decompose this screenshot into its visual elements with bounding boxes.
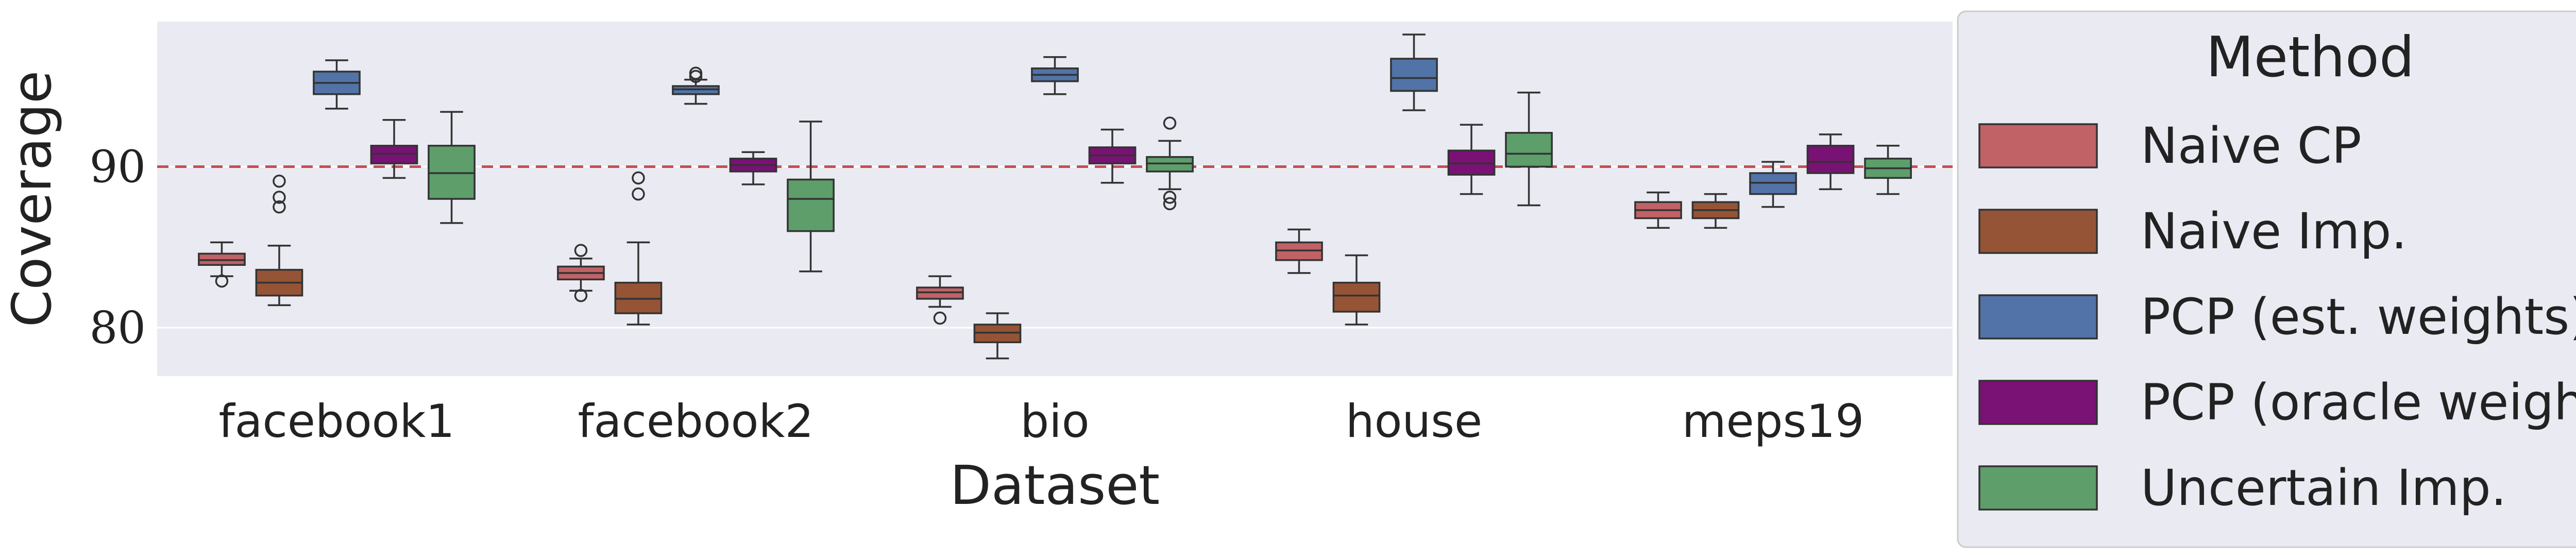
outlier-point [632, 187, 645, 201]
outlier-point [632, 171, 645, 185]
y-tick-label: 80 [90, 302, 146, 354]
outlier-point [689, 66, 703, 80]
legend-frame [1957, 10, 2576, 548]
box-house [1275, 228, 1323, 274]
box-facebook1 [255, 174, 303, 307]
box-meps19 [1634, 191, 1682, 229]
box-meps19 [1749, 161, 1797, 208]
box-facebook1 [370, 119, 418, 179]
box-house [1332, 254, 1381, 326]
legend-item: Naive Imp. [1978, 202, 2407, 260]
legend-label: Naive Imp. [2141, 202, 2407, 260]
outlier-point [1163, 191, 1177, 204]
box-body [1390, 58, 1438, 92]
outlier-point [1163, 116, 1177, 130]
y-tick-label: 90 [90, 141, 146, 193]
legend: Method Naive CP Naive Imp. PCP (est. weigh… [1957, 10, 2576, 548]
box-facebook2 [729, 151, 777, 185]
box-house [1447, 124, 1496, 195]
legend-label: Naive CP [2141, 117, 2362, 175]
box-body [1505, 132, 1553, 168]
box-facebook1 [428, 111, 476, 224]
x-tick-label: facebook2 [578, 395, 814, 448]
legend-item: Naive CP [1978, 117, 2362, 175]
box-facebook1 [313, 59, 361, 110]
box-meps19 [1691, 193, 1740, 229]
legend-items: Naive CP Naive Imp. PCP (est. weights) PCP … [1978, 117, 2576, 517]
outlier-point [273, 174, 286, 188]
box-bio [1031, 56, 1079, 95]
x-tick-label: bio [1020, 395, 1089, 448]
x-tick-label: house [1346, 395, 1482, 448]
box-facebook2 [787, 121, 835, 273]
box-bio [973, 312, 1022, 360]
y-tick-labels: 80 90 [90, 141, 146, 354]
y-axis-label: Coverage [1, 71, 63, 327]
box-facebook2 [557, 244, 605, 302]
box-facebook1 [198, 241, 246, 288]
legend-swatch [1978, 123, 2098, 168]
legend-swatch [1978, 294, 2098, 340]
box-bio [1146, 116, 1194, 211]
outlier-point [273, 191, 286, 204]
legend-label: PCP (oracle weights) [2141, 374, 2576, 431]
box-facebook2 [672, 66, 720, 105]
outlier-point [574, 244, 588, 257]
legend-title: Method [2206, 25, 2414, 90]
legend-item: PCP (oracle weights) [1978, 374, 2576, 431]
x-tick-label: meps19 [1682, 395, 1865, 448]
box-meps19 [1806, 133, 1855, 190]
legend-swatch [1978, 209, 2098, 254]
box-plots [198, 33, 1912, 360]
outlier-point [933, 311, 947, 325]
box-facebook2 [614, 171, 663, 326]
box-bio [916, 275, 964, 325]
legend-swatch [1978, 380, 2098, 425]
x-tick-label: facebook1 [219, 395, 455, 448]
legend-swatch [1978, 465, 2098, 511]
x-axis-label: Dataset [950, 454, 1160, 517]
legend-label: Uncertain Imp. [2141, 459, 2506, 517]
box-house [1505, 91, 1553, 207]
legend-item: Uncertain Imp. [1978, 459, 2506, 517]
x-tick-labels: facebook1 facebook2 bio house meps19 [219, 395, 1865, 448]
box-body [1332, 281, 1381, 313]
box-bio [1088, 128, 1137, 184]
outlier-point [574, 289, 588, 302]
legend-item: PCP (est. weights) [1978, 288, 2576, 346]
box-meps19 [1864, 145, 1912, 195]
legend-label: PCP (est. weights) [2141, 288, 2576, 346]
outlier-point [215, 274, 229, 288]
box-house [1390, 33, 1438, 111]
box-body [787, 178, 835, 232]
box-body [1806, 145, 1855, 174]
outlier-point [1163, 197, 1177, 211]
outlier-point [273, 200, 286, 214]
